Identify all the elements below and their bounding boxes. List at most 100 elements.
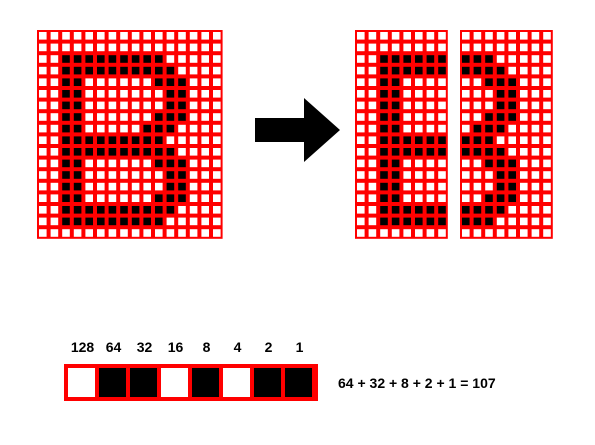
pixel-off: [531, 55, 540, 63]
pixel-off: [120, 124, 128, 133]
pixel-off: [50, 206, 59, 214]
pixel-off: [415, 78, 423, 86]
pixel-off: [473, 229, 482, 237]
pixel-off: [403, 78, 411, 86]
pixel-on: [473, 206, 482, 214]
pixel-on: [166, 124, 175, 133]
pixel-off: [120, 101, 128, 110]
pixel-off: [73, 32, 82, 40]
pixel-off: [403, 113, 411, 121]
pixel-off: [166, 55, 175, 63]
pixel-off: [357, 90, 365, 98]
pixel-on: [155, 55, 163, 63]
pixel-off: [50, 182, 59, 191]
pixel-off: [213, 113, 221, 121]
pixel-off: [108, 101, 117, 110]
pixel-on: [73, 171, 82, 179]
pixel-on: [166, 90, 175, 98]
pixel-on: [166, 148, 175, 156]
pixel-off: [357, 136, 365, 144]
pixel-off: [508, 206, 516, 214]
pixel-on: [485, 78, 493, 86]
pixel-off: [73, 229, 82, 237]
pixel-on: [380, 136, 388, 144]
pixel-off: [543, 229, 551, 237]
pixel-on: [97, 217, 105, 226]
pixel-on: [120, 136, 128, 144]
pixel-on: [73, 159, 82, 168]
pixel-off: [131, 90, 140, 98]
pixel-off: [131, 182, 140, 191]
pixel-on: [166, 78, 175, 86]
pixel-off: [50, 124, 59, 133]
pixel-off: [520, 217, 528, 226]
pixel-off: [73, 43, 82, 52]
pixel-off: [531, 43, 540, 52]
pixel-off: [143, 101, 151, 110]
pixel-off: [531, 171, 540, 179]
pixel-off: [391, 43, 400, 52]
pixel-on: [473, 217, 482, 226]
pixel-off: [426, 113, 435, 121]
pixel-off: [85, 90, 93, 98]
pixel-off: [508, 229, 516, 237]
pixel-off: [368, 113, 377, 121]
pixel-on: [485, 55, 493, 63]
pixel-on: [391, 171, 400, 179]
left-half-grid-background: [355, 30, 448, 239]
pixel-on: [438, 136, 446, 144]
pixel-off: [97, 194, 105, 202]
pixel-on: [415, 66, 423, 75]
pixel-off: [166, 217, 175, 226]
pixel-off: [201, 171, 209, 179]
pixel-off: [357, 124, 365, 133]
pixel-off: [473, 194, 482, 202]
pixel-off: [520, 159, 528, 168]
pixel-off: [426, 90, 435, 98]
pixel-off: [213, 90, 221, 98]
pixel-off: [520, 229, 528, 237]
pixel-off: [438, 159, 446, 168]
pixel-off: [201, 124, 209, 133]
pixel-on: [403, 136, 411, 144]
pixel-on: [178, 171, 186, 179]
pixel-off: [357, 194, 365, 202]
pixel-off: [39, 148, 47, 156]
pixel-off: [39, 217, 47, 226]
pixel-off: [39, 66, 47, 75]
pixel-off: [213, 55, 221, 63]
pixel-off: [426, 101, 435, 110]
pixel-on: [97, 148, 105, 156]
pixel-off: [189, 43, 198, 52]
pixel-off: [403, 124, 411, 133]
pixel-off: [39, 32, 47, 40]
pixel-on: [462, 136, 470, 144]
pixel-on: [62, 182, 70, 191]
pixel-on: [62, 113, 70, 121]
pixel-off: [189, 229, 198, 237]
pixel-off: [189, 206, 198, 214]
pixel-on: [62, 55, 70, 63]
pixel-on: [496, 148, 505, 156]
pixel-off: [473, 43, 482, 52]
pixel-on: [143, 217, 151, 226]
pixel-off: [50, 90, 59, 98]
pixel-off: [415, 159, 423, 168]
pixel-off: [531, 136, 540, 144]
pixel-on: [473, 136, 482, 144]
pixel-on: [166, 171, 175, 179]
pixel-off: [520, 124, 528, 133]
pixel-off: [531, 206, 540, 214]
pixel-off: [415, 171, 423, 179]
pixel-off: [543, 171, 551, 179]
pixel-off: [213, 159, 221, 168]
pixel-off: [201, 66, 209, 75]
pixel-off: [50, 101, 59, 110]
pixel-off: [543, 194, 551, 202]
pixel-off: [368, 90, 377, 98]
pixel-off: [520, 101, 528, 110]
pixel-off: [496, 229, 505, 237]
pixel-on: [62, 66, 70, 75]
pixel-off: [166, 43, 175, 52]
pixel-off: [485, 43, 493, 52]
